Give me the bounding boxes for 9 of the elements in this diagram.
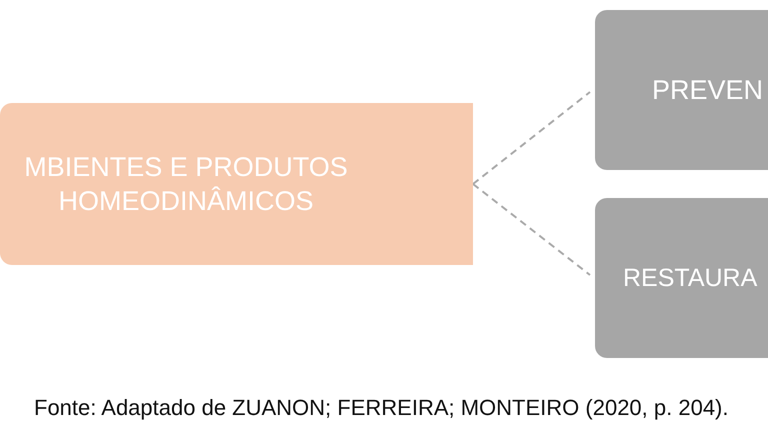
process-box [595,198,768,358]
process-box [0,103,473,265]
process-box [595,10,768,170]
box-label: MBIENTES E PRODUTOS HOMEODINÂMICOS [23,151,349,218]
box-label: RESTAURA [623,263,758,294]
connector-line [472,183,591,276]
caption: Fonte: Adaptado de ZUANON; FERREIRA; MONTEIRO (2020, p. 204). [34,395,728,421]
box-label: PREVEN [652,74,764,107]
connector-line [472,91,591,185]
